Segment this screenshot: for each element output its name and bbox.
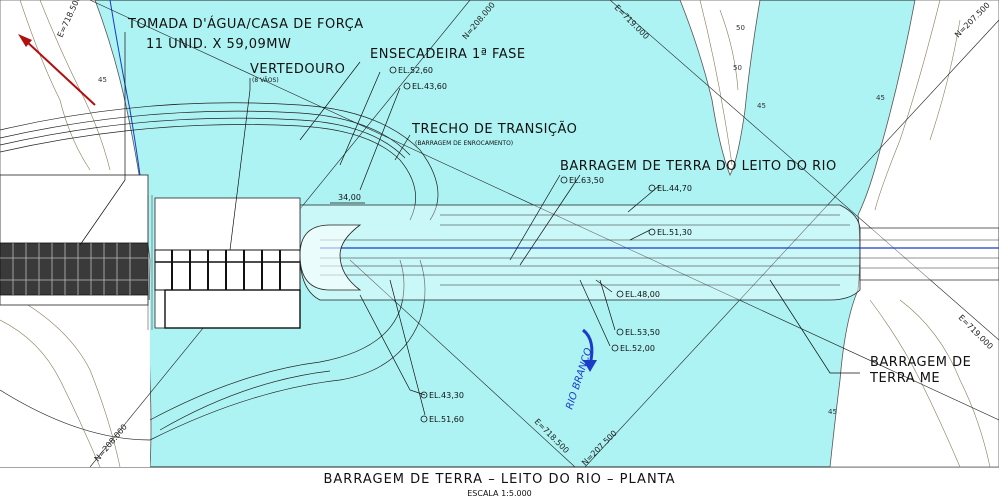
left-shore-hatching <box>147 195 153 330</box>
elevation-43-60: EL.43,60 <box>412 82 447 91</box>
contour-label-50-b: 50 <box>733 64 742 72</box>
transition-sub-label: (BARRAGEM DE ENROCAMENTO) <box>415 140 513 147</box>
drawing-title: BARRAGEM DE TERRA – LEITO DO RIO – PLANT… <box>323 472 676 487</box>
elevation-52-00: EL.52,00 <box>620 344 655 353</box>
right-earth-dam <box>859 227 999 281</box>
powerhouse-block <box>0 174 149 306</box>
contour-label-45-island: 45 <box>757 102 766 110</box>
drawing-scale: ESCALA 1:5.000 <box>467 489 532 498</box>
contour-label-45-right: 45 <box>876 94 885 102</box>
north-arrow-head <box>18 34 32 47</box>
elevation-52-60: EL.52,60 <box>398 66 433 75</box>
contour-label-45-bottom: 45 <box>828 408 837 416</box>
elevation-53-50: EL.53,50 <box>625 328 660 337</box>
elevation-43-30: EL.43,30 <box>429 391 464 400</box>
transition-label: TRECHO DE TRANSIÇÃO <box>411 121 577 137</box>
contour-label-45-left: 45 <box>98 76 107 84</box>
leader-lines <box>79 32 860 416</box>
elevation-51-60: EL.51,60 <box>429 415 464 424</box>
elevation-51-30: EL.51,30 <box>657 228 692 237</box>
spillway-label: VERTEDOURO <box>250 62 345 77</box>
cofferdam-upper-arm <box>0 102 439 221</box>
elevation-44-70: EL.44,70 <box>657 184 692 193</box>
dimension-label: 34,00 <box>338 193 361 202</box>
transition-hook <box>299 224 362 291</box>
island-land <box>679 0 761 176</box>
cofferdam-label: ENSECADEIRA 1ª FASE <box>370 47 526 62</box>
earth-dam-right-label-1: BARRAGEM DE <box>870 355 971 370</box>
north-arrow-line <box>24 39 96 106</box>
cofferdam-lower-arm <box>0 259 426 441</box>
spillway-block <box>154 197 301 329</box>
elevation-markers <box>389 66 656 423</box>
flow-arrow-head <box>583 360 597 372</box>
left-lower-land <box>0 300 150 467</box>
spillway-sub-label: (8 VÃOS) <box>252 77 279 84</box>
earth-dam-body <box>299 204 861 301</box>
units-label: 11 UNID. X 59,09MW <box>146 37 291 52</box>
contour-label-50-a: 50 <box>736 24 745 32</box>
earth-dam-right-label-2: TERRA ME <box>869 371 940 386</box>
elevation-48-00: EL.48,00 <box>625 290 660 299</box>
elevation-63-50: EL.63,50 <box>569 176 604 185</box>
earth-dam-river-label: BARRAGEM DE TERRA DO LEITO DO RIO <box>560 159 837 174</box>
intake-powerhouse-label: TOMADA D'ÁGUA/CASA DE FORÇA <box>127 16 364 32</box>
contour-lines <box>0 0 991 468</box>
